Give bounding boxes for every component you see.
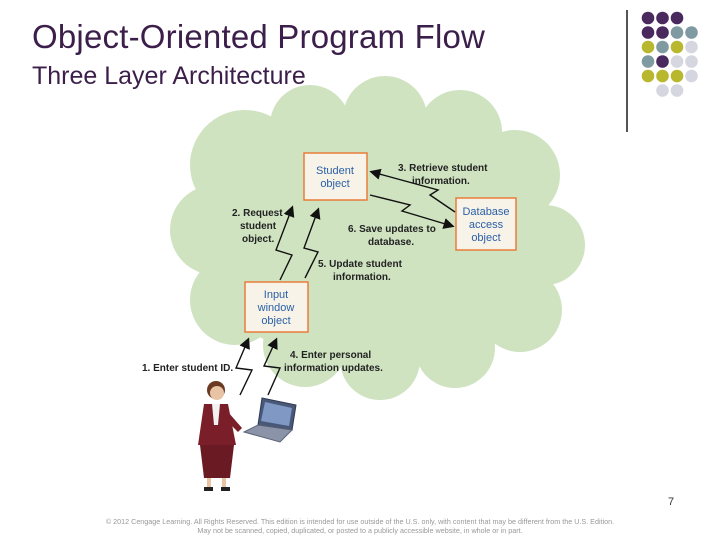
input-object-line2: window (257, 302, 295, 314)
slide-title: Object-Oriented Program Flow (32, 18, 486, 55)
arrow-step-3 (369, 168, 456, 213)
input-object-line1: Input (264, 289, 288, 301)
step-4-label: 4. Enter personal information updates. (284, 350, 383, 374)
input-window-object-box: Input window object (244, 281, 309, 333)
decorative-dot (656, 55, 669, 68)
decorative-dot (656, 84, 669, 97)
arrow-step-1 (234, 337, 254, 396)
page-number: 7 (668, 496, 675, 508)
laptop-icon (242, 397, 297, 443)
decorative-dot (656, 69, 669, 83)
arrow-step-2 (275, 205, 295, 281)
slide-subtitle: Three Layer Architecture (32, 62, 306, 90)
decorative-dot (670, 11, 684, 25)
step-2-label: 2. Request student object. (232, 208, 285, 245)
step-5-label: 5. Update student information. (318, 259, 405, 283)
decorative-dot (656, 11, 669, 25)
arrow-step-4 (262, 337, 282, 396)
copyright-notice: © 2012 Cengage Learning. All Rights Rese… (60, 517, 660, 535)
step-3-label: 3. Retrieve student information. (398, 163, 490, 187)
decorative-dot (641, 26, 655, 39)
decorative-dot (685, 69, 698, 83)
database-object-line3: object (471, 232, 500, 244)
student-object-line2: object (320, 178, 349, 190)
student-object-box: Student object (303, 152, 368, 201)
copyright-line-2: May not be scanned, copied, duplicated, … (197, 526, 523, 535)
step-1-label: 1. Enter student ID. (142, 363, 233, 374)
decorative-dot (670, 69, 684, 83)
copyright-line-1: © 2012 Cengage Learning. All Rights Rese… (105, 517, 615, 526)
decorative-dot (670, 40, 684, 54)
decorative-dot (685, 55, 698, 68)
decorative-dot (641, 55, 655, 68)
decorative-dot-grid (641, 11, 698, 97)
arrow-step-5 (303, 207, 321, 279)
decorative-dot (641, 11, 655, 25)
decorative-dot (670, 55, 684, 68)
input-object-line3: object (261, 315, 290, 327)
decorative-dot (656, 40, 669, 54)
decorative-dot (685, 40, 698, 54)
step-6-label: 6. Save updates to database. (348, 224, 439, 248)
student-object-line1: Student (316, 165, 354, 177)
decorative-divider (626, 10, 628, 132)
database-object-line1: Database (462, 206, 509, 218)
decorative-dot (670, 84, 684, 97)
person-figure (198, 381, 242, 491)
database-object-box: Database access object (455, 197, 517, 251)
database-object-line2: access (469, 219, 504, 231)
decorative-dot (670, 26, 684, 39)
arrow-step-6 (369, 194, 455, 229)
decorative-dot (656, 26, 669, 39)
decorative-dot (685, 26, 698, 39)
decorative-dot (641, 69, 655, 83)
decorative-dot (641, 40, 655, 54)
